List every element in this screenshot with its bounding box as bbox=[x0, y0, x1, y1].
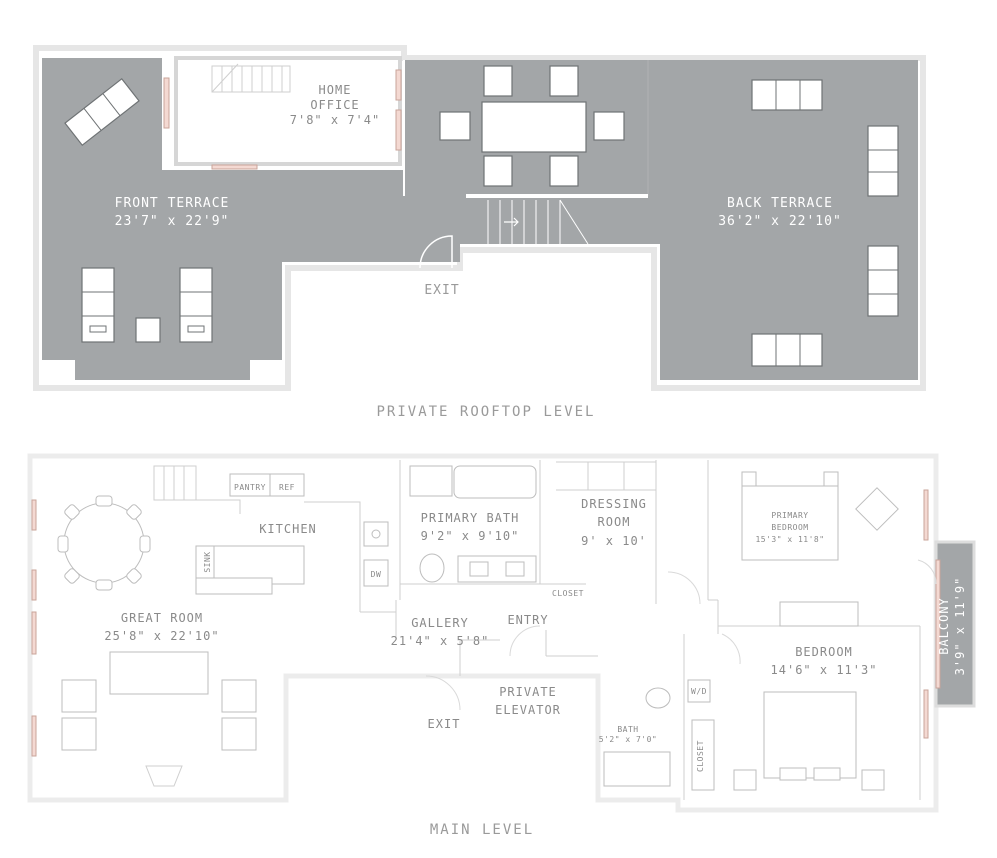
dressing-room-name-2: ROOM bbox=[598, 515, 631, 529]
home-office-name-2: OFFICE bbox=[310, 98, 359, 112]
armchair-4 bbox=[221, 717, 257, 751]
primary-bath-dims: 9'2" x 9'10" bbox=[421, 529, 520, 543]
primary-bed bbox=[741, 471, 899, 627]
great-room-name: GREAT ROOM bbox=[121, 611, 203, 625]
wd-label: W/D bbox=[691, 687, 707, 696]
primary-bedroom-dims: 15'3" x 11'8" bbox=[755, 535, 824, 544]
bath-name: BATH bbox=[617, 725, 638, 734]
dressing-closets bbox=[556, 461, 657, 491]
main-window-2 bbox=[31, 569, 37, 601]
main-window-1 bbox=[31, 499, 37, 531]
kitchen-fixtures bbox=[153, 465, 389, 612]
dining-table bbox=[57, 495, 151, 591]
closet-label: CLOSET bbox=[552, 589, 584, 598]
primary-bath-name: PRIMARY BATH bbox=[421, 511, 520, 525]
home-office-name: HOME bbox=[319, 83, 352, 97]
dressing-room-name: DRESSING bbox=[581, 497, 647, 511]
armchair-2 bbox=[61, 717, 97, 751]
gallery-name: GALLERY bbox=[411, 616, 469, 630]
bath-dims: 5'2" x 7'0" bbox=[599, 735, 657, 744]
armchair-3 bbox=[221, 679, 257, 713]
front-lounger-1 bbox=[81, 267, 115, 343]
front-terrace-dims: 23'7" x 22'9" bbox=[115, 214, 230, 229]
rooftop-exit-door bbox=[419, 235, 453, 269]
back-lounger-bottom bbox=[751, 333, 823, 367]
balcony-door bbox=[917, 559, 937, 585]
back-terrace-name: BACK TERRACE bbox=[727, 196, 833, 211]
bedroom-name: BEDROOM bbox=[795, 645, 853, 659]
rooftop-level: FRONT TERRACE 23'7" x 22'9" HOME OFFICE … bbox=[33, 45, 926, 420]
dressing-room-dims: 9' x 10' bbox=[581, 534, 647, 548]
outdoor-dining-set bbox=[439, 65, 625, 187]
front-terrace-name: FRONT TERRACE bbox=[115, 196, 230, 211]
great-room-dims: 25'8" x 22'10" bbox=[104, 629, 219, 643]
office-window-right-2 bbox=[395, 109, 402, 151]
bedroom-dims: 14'6" x 11'3" bbox=[771, 663, 878, 677]
back-lounger-right-2 bbox=[867, 245, 899, 317]
chaise-lounge bbox=[64, 77, 140, 147]
back-lounger-top bbox=[751, 79, 823, 111]
elevator-name: PRIVATE bbox=[499, 685, 557, 699]
front-lounger-2 bbox=[179, 267, 213, 343]
main-caption: MAIN LEVEL bbox=[430, 822, 534, 838]
bedroom-door bbox=[721, 633, 741, 665]
entry-label: ENTRY bbox=[507, 613, 548, 627]
coffee-table bbox=[109, 651, 209, 695]
back-terrace-dims: 36'2" x 22'10" bbox=[718, 214, 842, 229]
balcony bbox=[934, 540, 976, 708]
sink-label: SINK bbox=[203, 551, 212, 572]
rooftop-outer-wall bbox=[33, 45, 926, 391]
main-exit-label: EXIT bbox=[428, 717, 461, 731]
entry-door bbox=[509, 625, 541, 657]
office-stairs bbox=[211, 63, 291, 93]
ref-label: REF bbox=[279, 483, 295, 492]
closet2-label: CLOSET bbox=[696, 740, 705, 772]
main-window-4 bbox=[31, 715, 37, 757]
front-terrace-area bbox=[42, 58, 460, 380]
gallery-dims: 21'4" x 5'8" bbox=[391, 634, 490, 648]
main-window-6 bbox=[923, 689, 929, 739]
main-level: GREAT ROOM 25'8" x 22'10" KITCHEN PANTRY… bbox=[27, 453, 976, 838]
main-exit-door bbox=[425, 675, 461, 711]
rooftop-stairs bbox=[487, 199, 589, 245]
primary-bath-fixtures bbox=[409, 465, 537, 583]
office-window-right-1 bbox=[395, 69, 402, 101]
dressing-door bbox=[667, 571, 701, 605]
elevator-name-2: ELEVATOR bbox=[495, 703, 561, 717]
home-office-area bbox=[174, 56, 402, 166]
kitchen-name: KITCHEN bbox=[259, 522, 317, 536]
bedroom-bed bbox=[733, 691, 885, 791]
main-window-3 bbox=[31, 611, 37, 655]
balcony-name: BALCONY bbox=[937, 597, 951, 655]
dw-label: DW bbox=[371, 570, 382, 579]
small-bath-fixtures bbox=[603, 679, 715, 791]
home-office-dims: 7'8" x 7'4" bbox=[290, 113, 380, 127]
pantry-label: PANTRY bbox=[234, 483, 266, 492]
rooftop-caption: PRIVATE ROOFTOP LEVEL bbox=[376, 404, 595, 420]
primary-bedroom-name-2: BEDROOM bbox=[771, 523, 808, 532]
rooftop-exit-label: EXIT bbox=[424, 283, 459, 298]
balcony-dims: 3'9" x 11'9" bbox=[953, 577, 967, 676]
back-lounger-right-1 bbox=[867, 125, 899, 197]
armchair-1 bbox=[61, 679, 97, 713]
arrow-right-icon bbox=[504, 217, 519, 227]
fireplace bbox=[145, 765, 183, 787]
primary-bedroom-name: PRIMARY bbox=[771, 511, 808, 520]
side-table bbox=[135, 317, 161, 343]
main-window-5 bbox=[923, 489, 929, 541]
office-window-bottom bbox=[211, 164, 258, 170]
office-window-left bbox=[163, 77, 170, 129]
